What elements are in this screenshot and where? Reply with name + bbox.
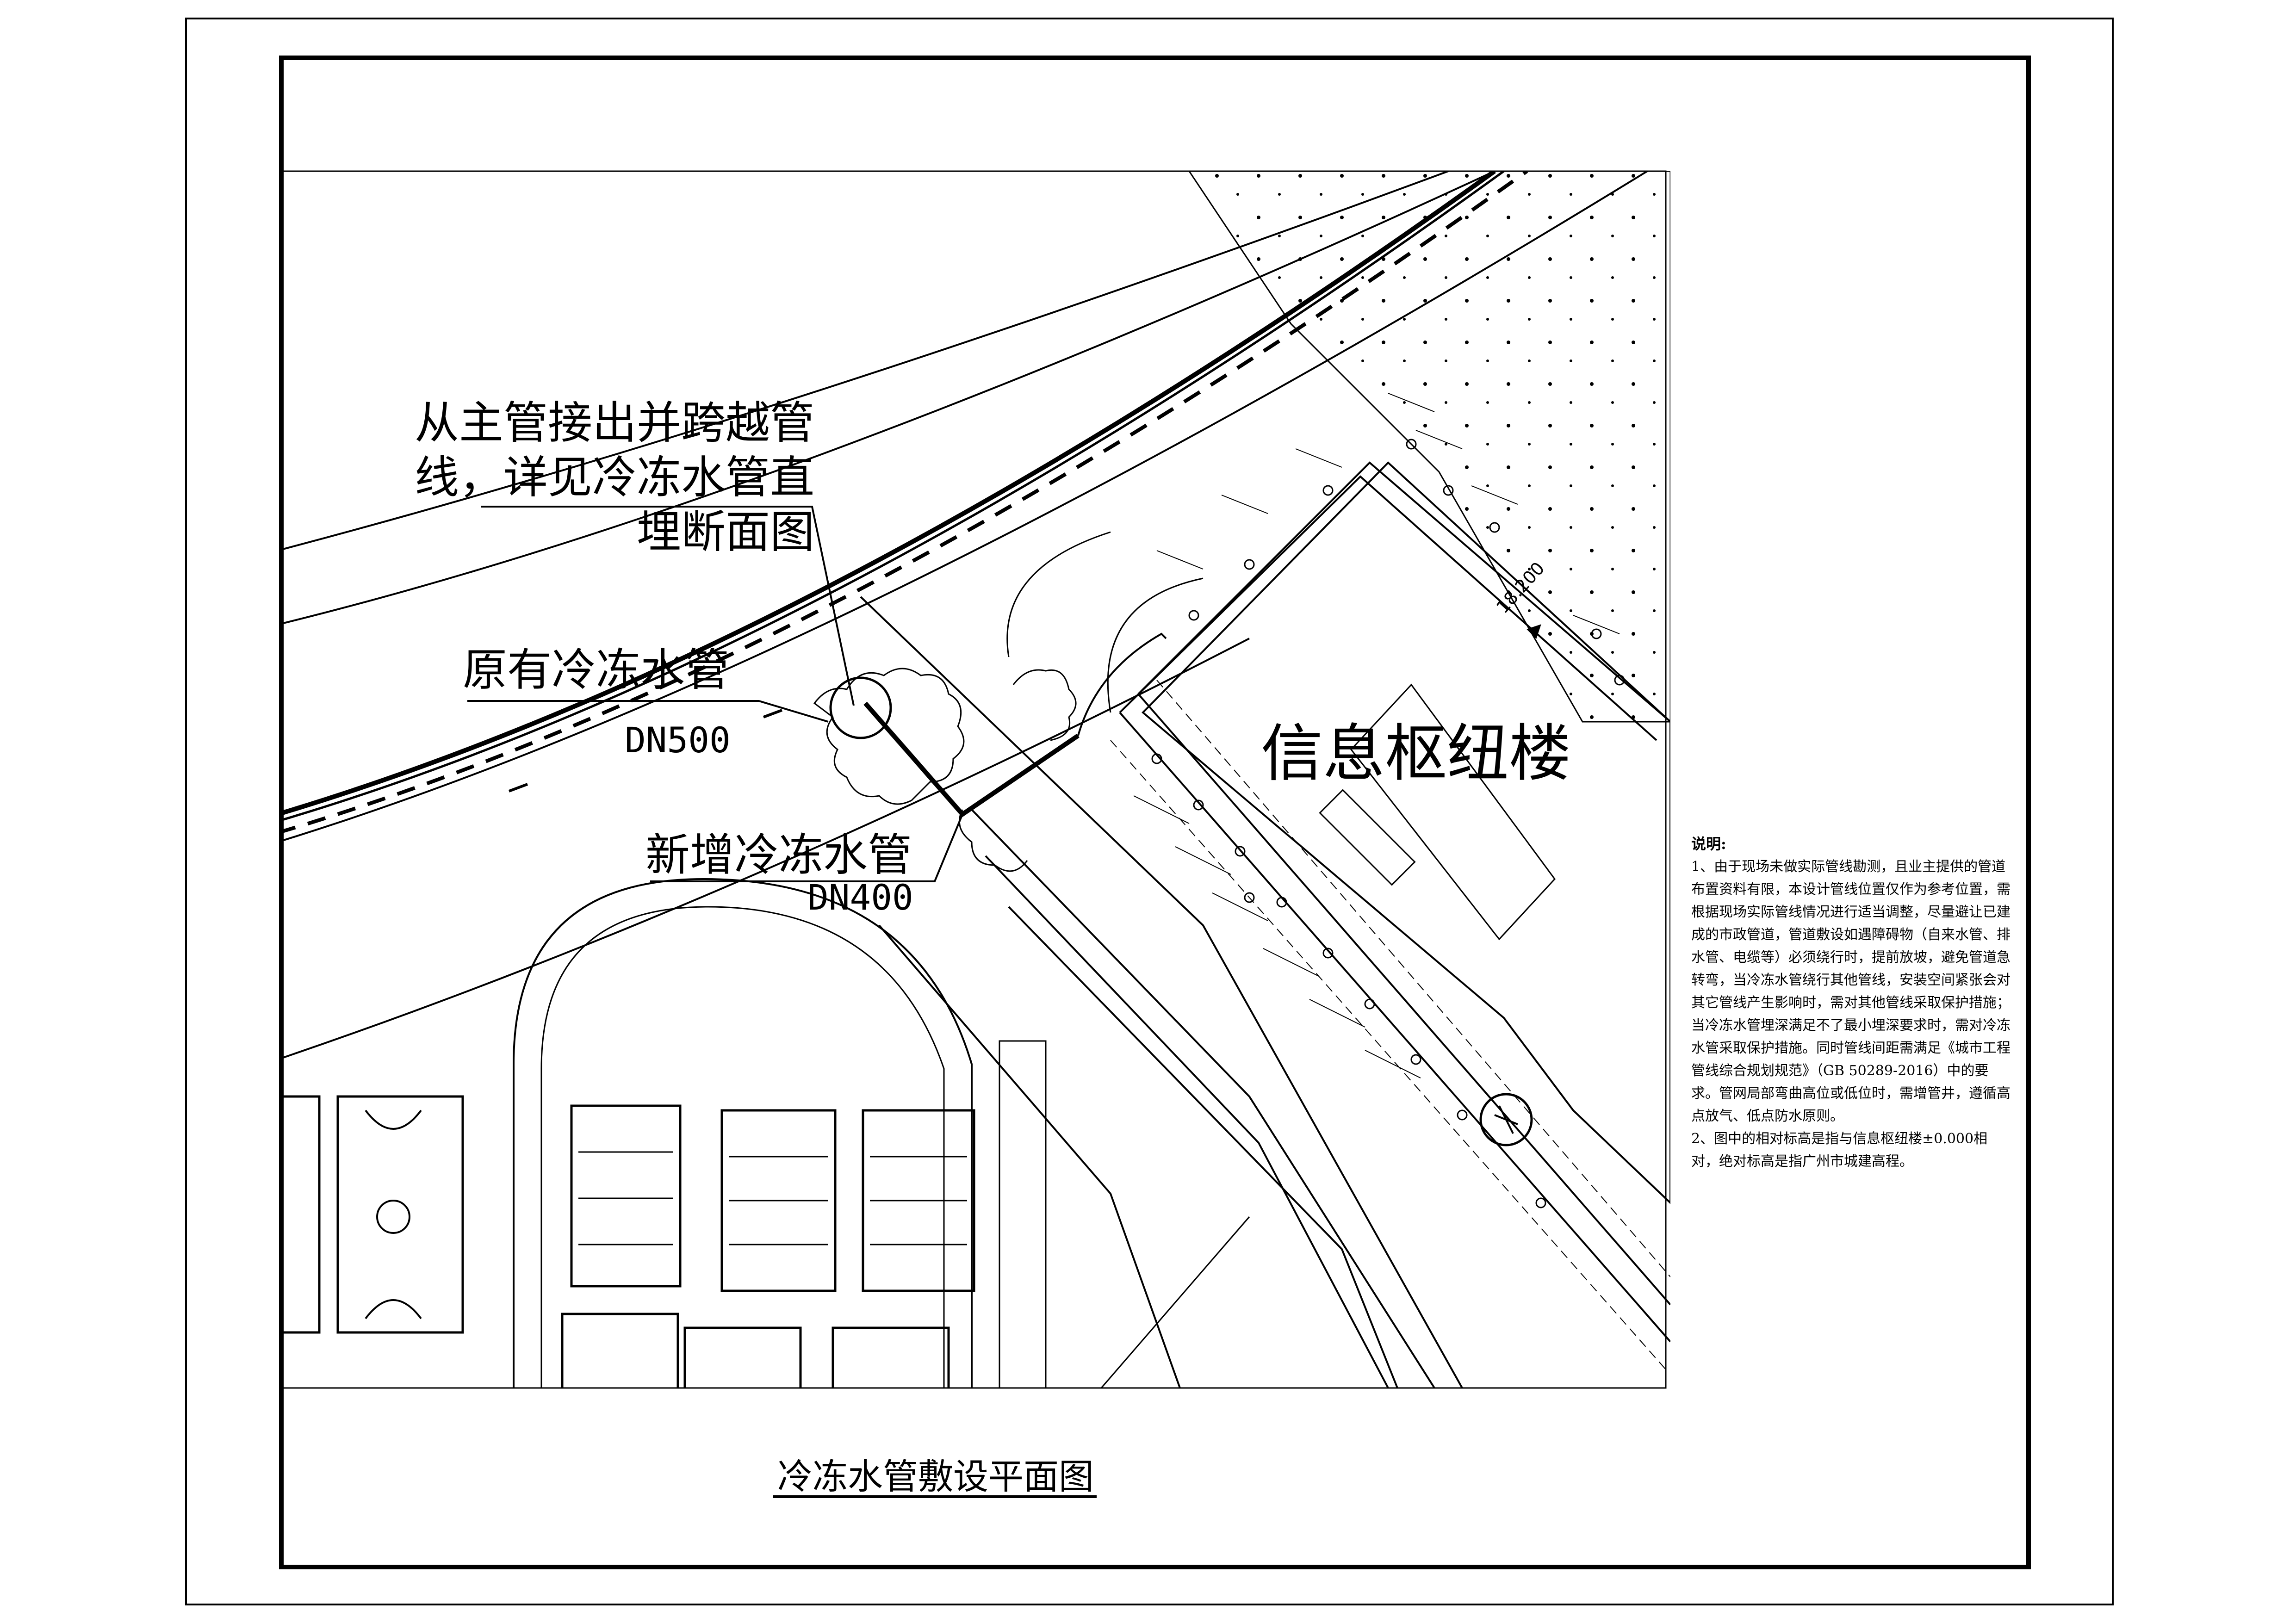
excavation-outline: [1012, 669, 1077, 741]
field-boundary: [999, 1040, 1047, 1388]
driveway-curve: [1107, 577, 1204, 713]
site-boundary: [282, 170, 1667, 1389]
road-edge: [282, 638, 1250, 1059]
pipe-fittings: [1151, 439, 1625, 1208]
drawing-title: 冷冻水管敷设平面图: [777, 1456, 1094, 1497]
excavation-outline: [813, 668, 965, 805]
equipment-tag: [1319, 789, 1416, 886]
tennis-court: [862, 1109, 975, 1292]
excavation-outline: [958, 809, 1028, 872]
pipe-corridor: [1110, 740, 1666, 1370]
drawing-title-underline: [773, 1495, 1097, 1498]
branch-road-edge: [971, 809, 1435, 1388]
elevation-arrow: [1527, 624, 1541, 639]
new-chilled-water-pipe: [1119, 475, 1657, 741]
existing-chilled-water-main: [282, 171, 1505, 821]
new-chilled-water-pipe: [1137, 461, 1670, 723]
branch-road-edge: [860, 596, 1463, 1388]
new-chilled-water-pipe: [1077, 632, 1167, 736]
note-item-1: 1、由于现场未做实际管线勘测，且业主提供的管道布置资料有限，本设计管线位置仅作为…: [1691, 859, 2011, 1124]
connection-note-line-1: 从主管接出并跨越管: [415, 397, 814, 449]
notes-heading: 说明:: [1691, 835, 1726, 853]
landscape-hatch-area: [1188, 171, 1670, 723]
connection-note-line-3: 埋断面图: [637, 506, 814, 558]
existing-pipe-size: DN500: [625, 719, 731, 761]
road-edge: [282, 171, 1449, 551]
running-track: [513, 878, 973, 1388]
new-pipe-label: 新增冷冻水管: [645, 829, 912, 881]
new-chilled-water-pipe: [863, 701, 1080, 818]
annotation-leaders: [467, 506, 963, 882]
basketball-court: [336, 1095, 464, 1334]
tennis-court: [720, 1109, 837, 1292]
driveway-curve: [1006, 531, 1111, 657]
new-pipe-size: DN400: [807, 877, 913, 918]
basketball-court: [683, 1326, 802, 1388]
new-chilled-water-pipe: [1119, 712, 1670, 1343]
branch-road-edge: [985, 855, 1389, 1388]
building-name: 信息枢纽楼: [1261, 718, 1571, 790]
running-track: [540, 906, 945, 1388]
sheet-outer-border: [185, 18, 2114, 1605]
basketball-court: [832, 1326, 950, 1388]
basketball-court: [561, 1313, 679, 1388]
tennis-court: [570, 1104, 682, 1288]
design-notes: 说明: 1、由于现场未做实际管线勘测，且业主提供的管道布置资料有限，本设计管线位…: [1691, 833, 2011, 1173]
existing-pipe-label: 原有冷冻水管: [463, 644, 729, 696]
building-outline: [1142, 461, 1670, 1204]
branch-road-edge: [1008, 906, 1398, 1388]
connection-note: 从主管接出并跨越管 线，详见冷冻水管直 埋断面图: [398, 396, 814, 559]
pipe-leaders: [1133, 393, 1620, 1078]
existing-chilled-water-main: [282, 171, 1496, 816]
road-edge: [282, 171, 1648, 842]
note-item-2: 2、图中的相对标高是指与信息枢纽楼±0.000相对，绝对标高是指广州市城建高程。: [1691, 1131, 1988, 1170]
drawing-frame: [279, 56, 2031, 1569]
road-edge: [282, 171, 1495, 625]
connection-detail-marker: [829, 676, 892, 739]
pipe-corridor: [1156, 680, 1670, 1277]
building-inner-block: [1350, 683, 1556, 941]
lane-mark: [508, 709, 783, 793]
road-centerline: [282, 171, 1528, 834]
crossing-detail-marker: [1479, 1093, 1533, 1146]
new-chilled-water-pipe: [1137, 693, 1670, 1306]
connection-note-line-2: 线，详见冷冻水管直: [415, 452, 814, 503]
